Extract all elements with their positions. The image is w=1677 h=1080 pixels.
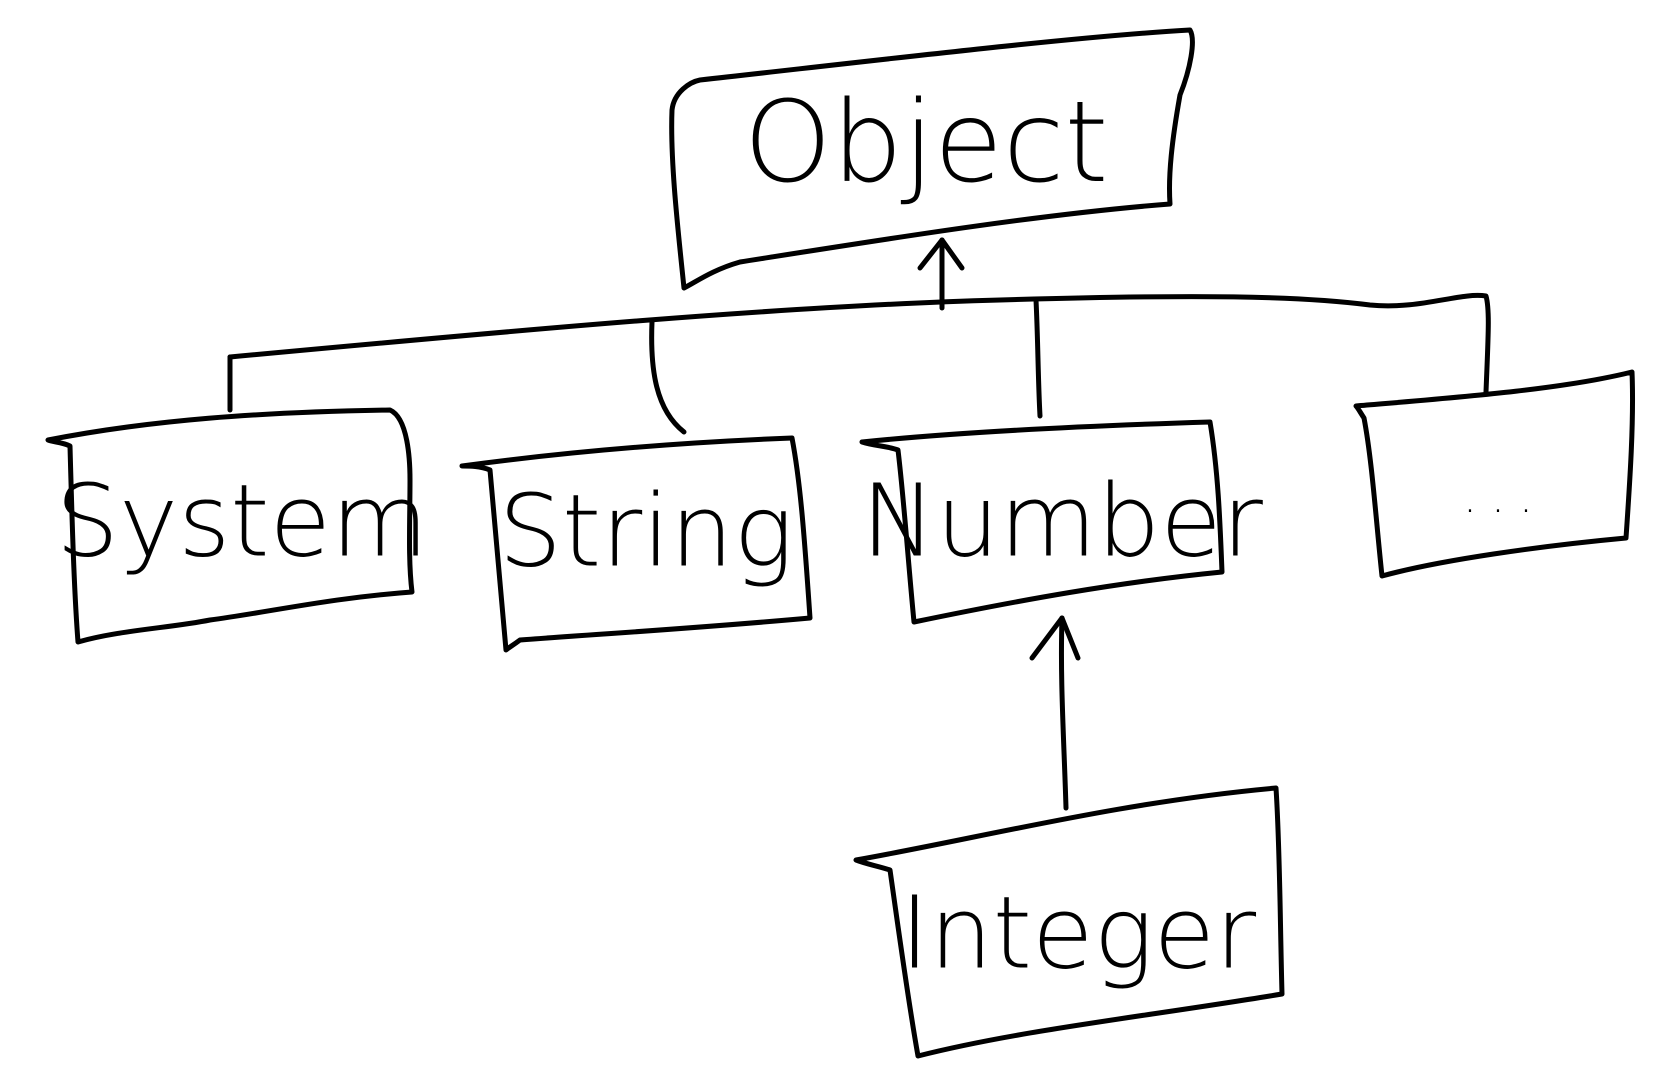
node-number-label: Number: [861, 462, 1264, 579]
node-system: System: [45, 407, 429, 645]
node-system-label: System: [56, 462, 429, 579]
node-more: . . .: [1353, 369, 1636, 579]
node-integer-label: Integer: [900, 874, 1257, 991]
arrow-integer-to-number: [1029, 615, 1081, 811]
node-integer: Integer: [853, 785, 1285, 1059]
arrow-integer-shaft: [1058, 615, 1069, 811]
node-object-box: [669, 27, 1195, 291]
node-string-box: [459, 435, 813, 653]
node-string: String: [459, 435, 813, 653]
node-object: Object: [669, 27, 1195, 291]
node-number-box: [859, 419, 1225, 625]
bus-horizontal-line: [227, 292, 1491, 395]
bus-drop-string: [649, 319, 687, 435]
inheritance-bus: [227, 237, 1491, 435]
arrow-integer-head: [1029, 615, 1081, 661]
node-more-label: . . .: [1463, 472, 1533, 523]
arrow-to-object-head: [917, 237, 965, 271]
node-integer-box: [853, 785, 1285, 1059]
node-number: Number: [859, 419, 1264, 625]
node-string-label: String: [499, 472, 794, 589]
node-system-box: [45, 407, 415, 645]
node-object-label: Object: [744, 78, 1109, 208]
bus-drop-number: [1033, 297, 1043, 419]
node-more-box: [1353, 369, 1636, 579]
